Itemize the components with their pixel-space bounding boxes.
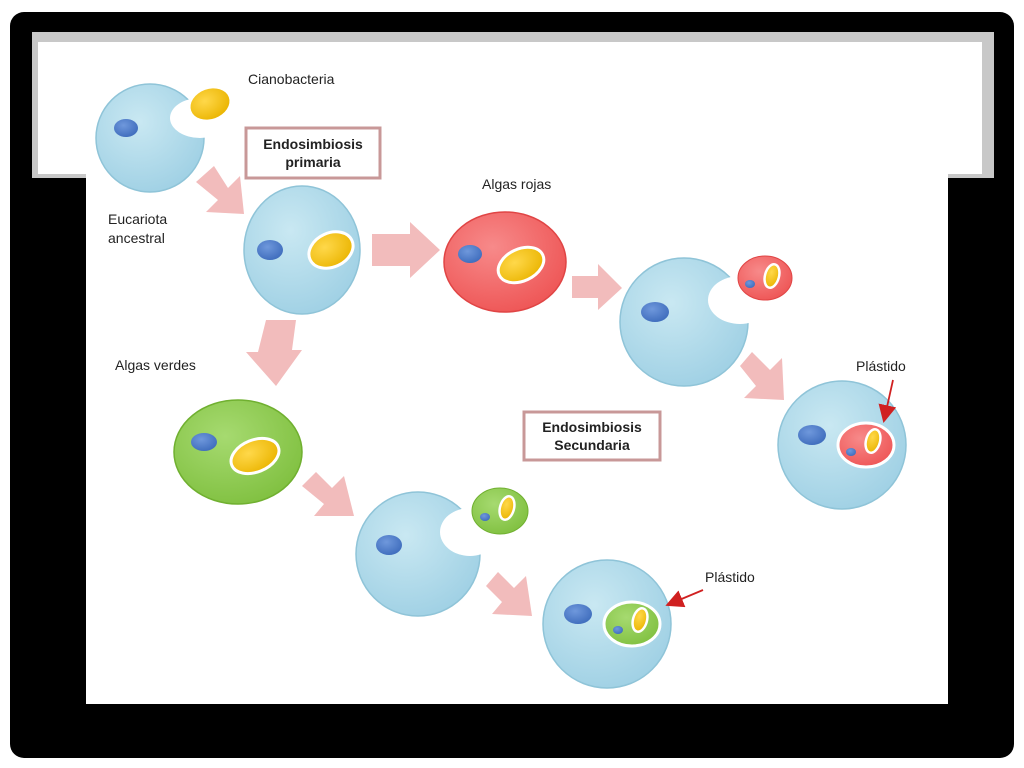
nucleus-icon bbox=[114, 119, 138, 137]
arrow-ancestral-to-primary bbox=[196, 166, 244, 214]
nucleus-icon bbox=[257, 240, 283, 260]
secondary-box-line1: Endosimbiosis bbox=[542, 419, 642, 435]
small-green-alga bbox=[471, 487, 529, 535]
arrow-engulf-to-plastid-red bbox=[740, 352, 784, 400]
nucleus-icon bbox=[846, 448, 856, 456]
small-red-alga bbox=[737, 255, 793, 301]
secondary-red-plastid-cell bbox=[777, 380, 907, 510]
plastid-icon bbox=[763, 263, 781, 289]
label-red-algae: Algas rojas bbox=[482, 176, 551, 192]
plastid-icon bbox=[496, 245, 546, 285]
primary-box-line1: Endosimbiosis bbox=[263, 136, 363, 152]
secondary-endosymbiosis-box: Endosimbiosis Secundaria bbox=[522, 410, 662, 462]
nucleus-icon bbox=[376, 535, 402, 555]
arrow-red-to-engulf bbox=[572, 264, 622, 310]
pointer-arrow-green-plastid bbox=[665, 589, 704, 608]
nucleus-icon bbox=[745, 280, 755, 288]
label-green-algae: Algas verdes bbox=[115, 357, 196, 373]
label-ancestral-line1: Eucariota bbox=[108, 211, 167, 227]
arrow-engulf-to-plastid-green bbox=[486, 572, 532, 616]
green-alga-cell bbox=[173, 399, 303, 505]
nucleus-icon bbox=[564, 604, 592, 624]
nucleus-icon bbox=[798, 425, 826, 445]
nucleus-icon bbox=[191, 433, 217, 451]
nucleus-icon bbox=[613, 626, 623, 634]
plastid-icon bbox=[498, 495, 516, 521]
plastid-icon bbox=[229, 436, 281, 476]
label-cyanobacteria: Cianobacteria bbox=[248, 71, 335, 87]
label-plastid-green: Plástido bbox=[705, 569, 755, 585]
cyanobacterium-icon bbox=[190, 88, 230, 120]
arrow-primary-to-green bbox=[246, 320, 302, 386]
secondary-green-plastid-cell bbox=[542, 559, 672, 689]
primary-endosymbiosis-box: Endosimbiosis primaria bbox=[244, 126, 382, 180]
plastid-icon bbox=[631, 607, 649, 633]
primary-box-line2: primaria bbox=[285, 154, 340, 170]
secondary-box-line2: Secundaria bbox=[554, 437, 630, 453]
nucleus-icon bbox=[641, 302, 669, 322]
red-alga-cell bbox=[443, 211, 567, 313]
plastid-icon bbox=[864, 428, 882, 454]
label-plastid-red: Plástido bbox=[856, 358, 906, 374]
arrow-green-to-engulf bbox=[302, 472, 354, 516]
nucleus-icon bbox=[480, 513, 490, 521]
pointer-arrow-red-plastid bbox=[878, 379, 897, 424]
plastid-icon bbox=[307, 230, 355, 270]
arrow-primary-to-red bbox=[372, 222, 440, 278]
label-ancestral-line2: ancestral bbox=[108, 230, 165, 246]
primary-endosymbiont-cell bbox=[243, 185, 361, 315]
nucleus-icon bbox=[458, 245, 482, 263]
arrows bbox=[196, 166, 784, 616]
